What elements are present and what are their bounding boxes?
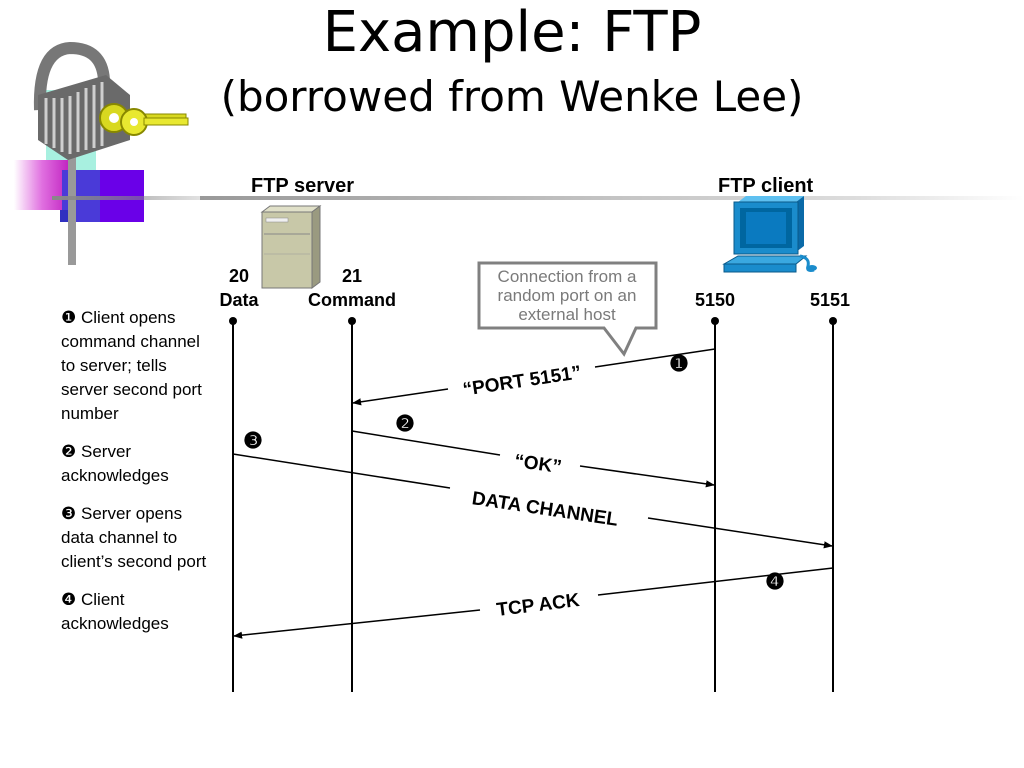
lifeline-port-5150 <box>711 317 719 692</box>
marker-2: ❷ <box>395 411 415 436</box>
step-item: ❷ Server acknowledges <box>61 440 211 488</box>
header-rule <box>200 196 1024 200</box>
ftp-client-label: FTP client <box>718 175 814 197</box>
step-marker: ❹ <box>61 590 77 610</box>
ftp-server-label: FTP server <box>251 175 355 197</box>
port-5150-label: 5150 <box>694 290 736 310</box>
message-ok: “OK” <box>513 451 563 478</box>
lifeline-port-5151 <box>829 317 837 692</box>
step-marker: ❷ <box>61 442 77 462</box>
port-20-number: 20 <box>228 266 250 286</box>
callout-text: Connection from a random port on an exte… <box>497 267 637 324</box>
step-text: Client opens command channel to server; … <box>61 308 202 423</box>
port-20-label: 20 Data <box>214 264 264 312</box>
monitor-icon <box>722 196 817 273</box>
step-text: Server acknowledges <box>61 442 169 485</box>
server-icon <box>260 205 322 289</box>
callout-box <box>477 261 658 357</box>
step-item: ❸ Server opens data channel to client’s … <box>61 502 211 574</box>
step-list: ❶ Client opens command channel to server… <box>61 306 211 650</box>
step-text: Client acknowledges <box>61 590 169 633</box>
lifeline-port-21 <box>348 317 356 692</box>
slide-subtitle: (borrowed from Wenke Lee) <box>220 72 804 121</box>
message-data-channel: DATA CHANNEL <box>470 488 619 531</box>
message-tcp-ack: TCP ACK <box>495 590 581 621</box>
lifeline-port-20 <box>229 317 237 692</box>
marker-3: ❸ <box>243 428 263 453</box>
step-text: Server opens data channel to client’s se… <box>61 504 207 571</box>
step-marker: ❸ <box>61 504 77 524</box>
port-21-name: Command <box>307 290 396 310</box>
marker-1: ❶ <box>669 351 689 376</box>
arrow-ok <box>351 430 501 456</box>
port-21-number: 21 <box>341 266 363 286</box>
marker-4: ❹ <box>765 569 785 594</box>
step-marker: ❶ <box>61 308 77 328</box>
step-item: ❹ Client acknowledges <box>61 588 211 636</box>
step-item: ❶ Client opens command channel to server… <box>61 306 211 426</box>
arrow-tcp-ack <box>597 567 834 596</box>
arrow-data-channel <box>232 453 451 489</box>
port-5151-label: 5151 <box>809 290 851 310</box>
padlock-key-logo <box>14 41 210 265</box>
slide-title: Example: FTP <box>322 0 702 65</box>
port-21-label: 21 Command <box>302 264 402 312</box>
message-port: “PORT 5151” <box>462 362 583 400</box>
port-20-name: Data <box>219 290 259 310</box>
arrow-port-command <box>594 348 716 368</box>
